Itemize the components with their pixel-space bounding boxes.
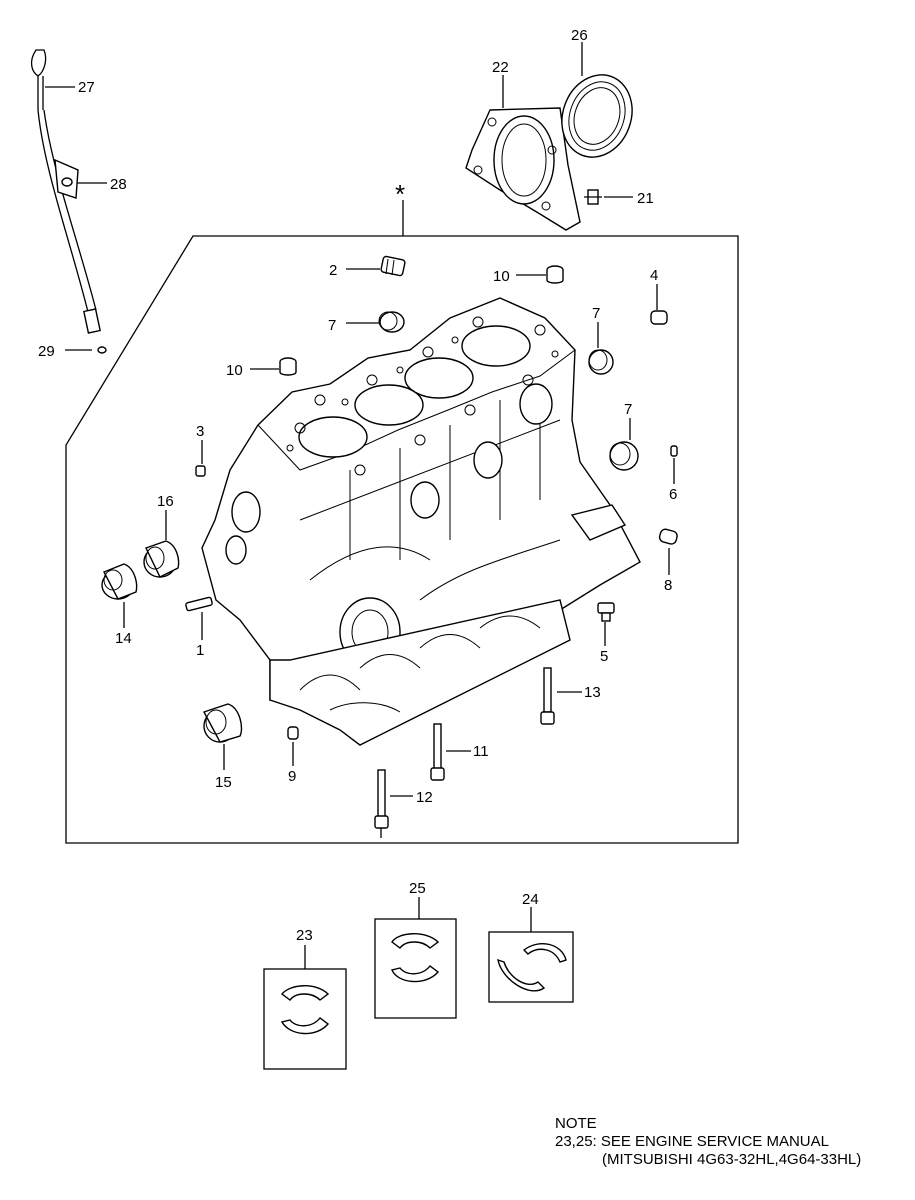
expansion-plug-7-right [588,349,614,375]
callout-25: 25 [409,880,426,897]
callout-22: 22 [492,59,509,76]
callout-15: 15 [215,774,232,791]
bushing-16 [143,540,180,578]
bearing-box-25 [374,918,457,1019]
oil-seal [561,74,633,158]
bolt-13 [540,667,555,725]
assembly-frame [65,235,739,844]
note-line-1: 23,25: SEE ENGINE SERVICE MANUAL [555,1133,829,1150]
oil-dipstick [30,49,101,334]
expansion-plug-7-lower [609,441,639,471]
callout-28: 28 [110,176,127,193]
bushing-15 [202,703,243,743]
callout-27: 27 [78,79,95,96]
callout-13: 13 [584,684,601,701]
assembly-marker: * [395,179,405,209]
callout-6: 6 [669,486,677,503]
callout-24: 24 [522,891,539,908]
callout-2: 2 [329,262,337,279]
bolt-21 [584,189,602,205]
dowel-pin-6 [670,445,678,457]
callout-14: 14 [115,630,132,647]
callout-21: 21 [637,190,654,207]
bearing-box-24 [488,931,574,1003]
bearing-box-23 [263,968,347,1070]
callout-23: 23 [296,927,313,944]
callout-8: 8 [664,577,672,594]
plug-4 [650,310,668,325]
callout-1: 1 [196,642,204,659]
plug-3 [195,465,206,477]
note-line-2: (MITSUBISHI 4G63-32HL,4G64-33HL) [602,1151,862,1168]
callout-10-lower: 10 [226,362,243,379]
callout-10-upper: 10 [493,268,510,285]
callout-7-lower: 7 [624,401,632,418]
plug-10-lower [279,357,297,376]
callout-12: 12 [416,789,433,806]
callout-4: 4 [650,267,658,284]
service-note: NOTE 23,25: SEE ENGINE SERVICE MANUAL (M… [555,1115,910,1169]
dowel-9 [287,726,299,740]
o-ring-29 [97,346,107,354]
callout-11: 11 [473,743,489,760]
stud-1 [185,596,213,612]
bushing-14 [101,563,138,600]
callout-7-right: 7 [592,305,600,322]
dowel-8 [658,528,678,545]
callout-5: 5 [600,648,608,665]
callout-29: 29 [38,343,55,360]
cylinder-block [201,297,641,746]
callout-16: 16 [157,493,174,510]
oil-seal-case [465,107,581,231]
stud-bolt-12 [374,769,389,838]
callout-26: 26 [571,27,588,44]
bolt-11 [430,723,445,781]
callout-3: 3 [196,423,204,440]
plug-10-upper [546,265,564,284]
callout-7-upper: 7 [328,317,336,334]
expansion-plug-7-upper [378,311,405,333]
note-heading: NOTE [555,1115,597,1132]
drain-plug-5 [597,602,615,622]
callout-9: 9 [288,768,296,785]
plug-2 [380,255,406,277]
